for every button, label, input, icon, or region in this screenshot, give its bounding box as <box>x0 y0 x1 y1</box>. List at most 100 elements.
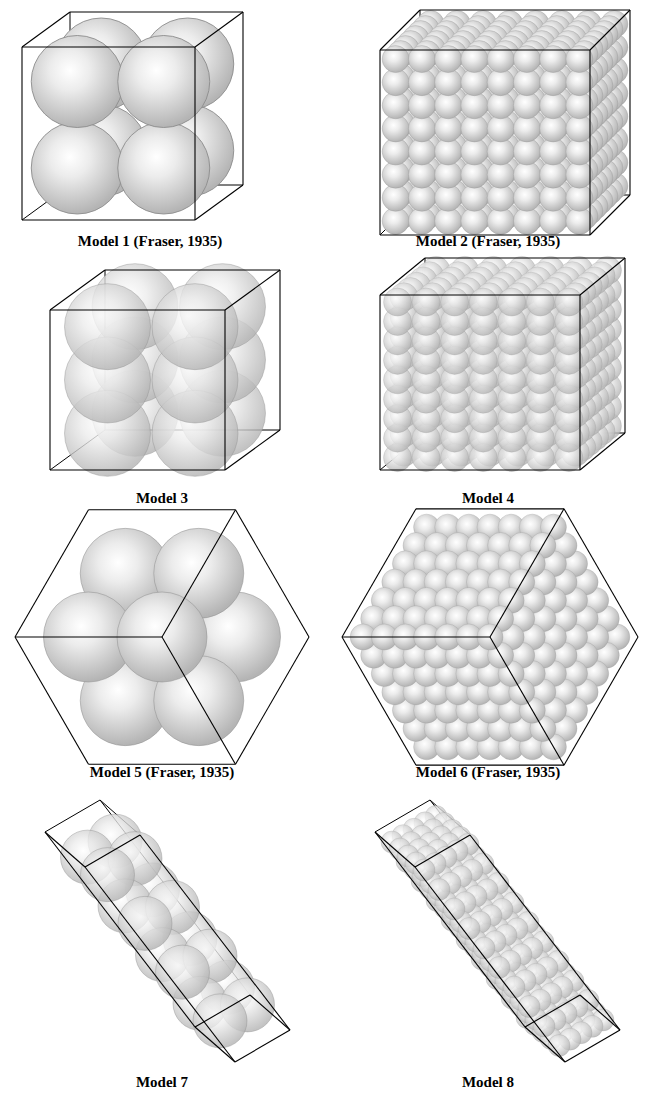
cell-edge <box>425 257 625 258</box>
sphere <box>81 848 135 902</box>
cell-edge <box>624 258 625 433</box>
model-caption: Model 2 (Fraser, 1935) <box>416 233 560 250</box>
sphere <box>518 996 540 1018</box>
cell-edge <box>195 1027 235 1062</box>
sphere-group <box>384 256 622 471</box>
cell-edge <box>525 995 580 1027</box>
cell-edge <box>380 49 590 50</box>
sphere <box>487 207 514 234</box>
sphere <box>566 161 593 188</box>
packing-model <box>380 256 625 471</box>
sphere <box>461 184 488 211</box>
cell-edge <box>15 510 89 637</box>
sphere <box>548 1035 570 1057</box>
cell-edge <box>430 800 580 995</box>
sphere <box>458 918 480 940</box>
cell-edge <box>105 269 280 270</box>
cell-edge <box>140 835 290 1030</box>
sphere <box>487 69 514 96</box>
cell-edge <box>629 10 630 195</box>
sphere <box>461 115 488 142</box>
sphere-group <box>61 814 275 1048</box>
cell-edge <box>580 995 620 1030</box>
sphere <box>435 184 462 211</box>
cell-edge <box>22 46 195 47</box>
cell-edge <box>194 47 195 220</box>
sphere <box>408 115 435 142</box>
sphere <box>526 288 554 316</box>
sphere <box>31 36 123 128</box>
cell-edge <box>235 1030 290 1062</box>
sphere <box>408 184 435 211</box>
visible-edges <box>45 832 290 1062</box>
cell-edge <box>225 430 280 470</box>
sphere <box>513 92 540 119</box>
cell-edge <box>375 832 525 1027</box>
cell-edge <box>162 637 236 764</box>
cell-edge <box>50 309 225 310</box>
model-caption: Model 6 (Fraser, 1935) <box>416 764 560 781</box>
cell-edge <box>45 832 85 867</box>
sphere <box>118 122 210 214</box>
cell-edge <box>420 9 630 10</box>
cell-edge <box>236 637 310 764</box>
cell-edge <box>242 12 243 185</box>
sphere <box>461 92 488 119</box>
cell-edge <box>375 832 415 867</box>
cell-edge <box>15 636 162 637</box>
cell-edge <box>342 637 416 765</box>
sphere <box>540 92 567 119</box>
cell-edge <box>470 835 620 1030</box>
packing-model <box>22 12 243 220</box>
model-caption: Model 3 <box>136 490 188 507</box>
cell-edge <box>380 294 580 295</box>
cell-edge <box>380 10 420 50</box>
cell-edge <box>416 508 564 509</box>
model-caption: Model 8 <box>462 1074 514 1091</box>
model-caption: Model 7 <box>136 1074 188 1091</box>
cell-edge <box>195 12 243 47</box>
hidden-edges <box>22 12 243 220</box>
sphere <box>540 207 567 234</box>
cell-edge <box>590 10 630 50</box>
hidden-edges <box>380 10 630 235</box>
sphere <box>513 69 540 96</box>
cell-edge <box>590 195 630 235</box>
sphere <box>31 122 123 214</box>
sphere <box>566 184 593 211</box>
cell-edge <box>380 469 580 470</box>
sphere <box>382 138 409 165</box>
cell-edge <box>564 509 638 637</box>
cell-edge <box>22 12 70 47</box>
visible-edges <box>50 270 280 470</box>
visible-edges <box>15 510 309 765</box>
cell-edge <box>250 995 290 1030</box>
sphere <box>384 288 412 316</box>
cell-edge <box>224 310 225 470</box>
cell-edge <box>490 509 564 637</box>
cell-edge <box>564 637 638 765</box>
sphere-group <box>381 805 614 1056</box>
cell-edge <box>279 270 280 430</box>
sphere <box>461 138 488 165</box>
sphere <box>408 92 435 119</box>
cell-edge <box>342 636 490 637</box>
sphere <box>382 92 409 119</box>
cell-edge <box>379 295 380 470</box>
cell-edge <box>195 185 243 220</box>
sphere <box>513 207 540 234</box>
sphere <box>487 92 514 119</box>
sphere <box>555 288 583 316</box>
sphere <box>461 69 488 96</box>
cell-edge <box>236 510 310 637</box>
sphere <box>408 161 435 188</box>
sphere <box>513 161 540 188</box>
sphere <box>503 976 525 998</box>
sphere <box>461 207 488 234</box>
sphere <box>473 937 495 959</box>
cell-edge <box>565 1030 620 1062</box>
cell-edge <box>580 433 625 470</box>
cell-edge <box>21 47 22 220</box>
cell-edge <box>415 835 470 867</box>
packing-model <box>50 264 280 477</box>
